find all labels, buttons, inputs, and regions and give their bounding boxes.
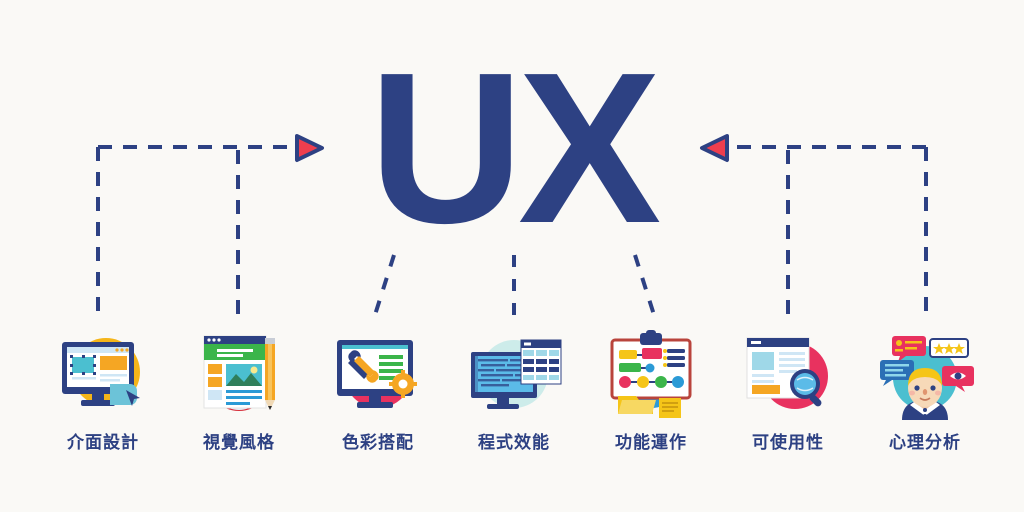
monitor-tools-icon — [323, 328, 433, 420]
monitor-wireframe-icon — [48, 328, 158, 420]
page-title: UX — [368, 27, 662, 268]
connector-diag-right — [633, 254, 657, 319]
item-program-performance[interactable]: 程式效能 — [444, 328, 584, 453]
arrow-right-branch — [700, 134, 729, 162]
item-label: 介面設計 — [67, 433, 139, 452]
person-feedback-icon — [870, 328, 980, 420]
item-color-matching[interactable]: 色彩搭配 — [308, 328, 448, 453]
item-label: 色彩搭配 — [342, 433, 414, 452]
arrow-left-branch — [295, 134, 324, 162]
item-interface-design[interactable]: 介面設計 — [33, 328, 173, 453]
item-label: 可使用性 — [752, 433, 824, 452]
item-function-operation[interactable]: 功能運作 — [581, 328, 721, 453]
item-visual-style[interactable]: 視覺風格 — [169, 328, 309, 453]
item-psychology-analysis[interactable]: 心理分析 — [855, 328, 995, 453]
monitor-code-icon — [459, 328, 569, 420]
clipboard-flowchart-icon — [596, 328, 706, 420]
item-label: 程式效能 — [478, 433, 550, 452]
webpage-pencil-icon — [184, 328, 294, 420]
item-label: 視覺風格 — [203, 433, 275, 452]
item-usability[interactable]: 可使用性 — [718, 328, 858, 453]
item-label: 功能運作 — [615, 433, 687, 452]
browser-search-icon — [733, 328, 843, 420]
connector-diag-left — [372, 254, 396, 319]
item-label: 心理分析 — [889, 433, 961, 452]
